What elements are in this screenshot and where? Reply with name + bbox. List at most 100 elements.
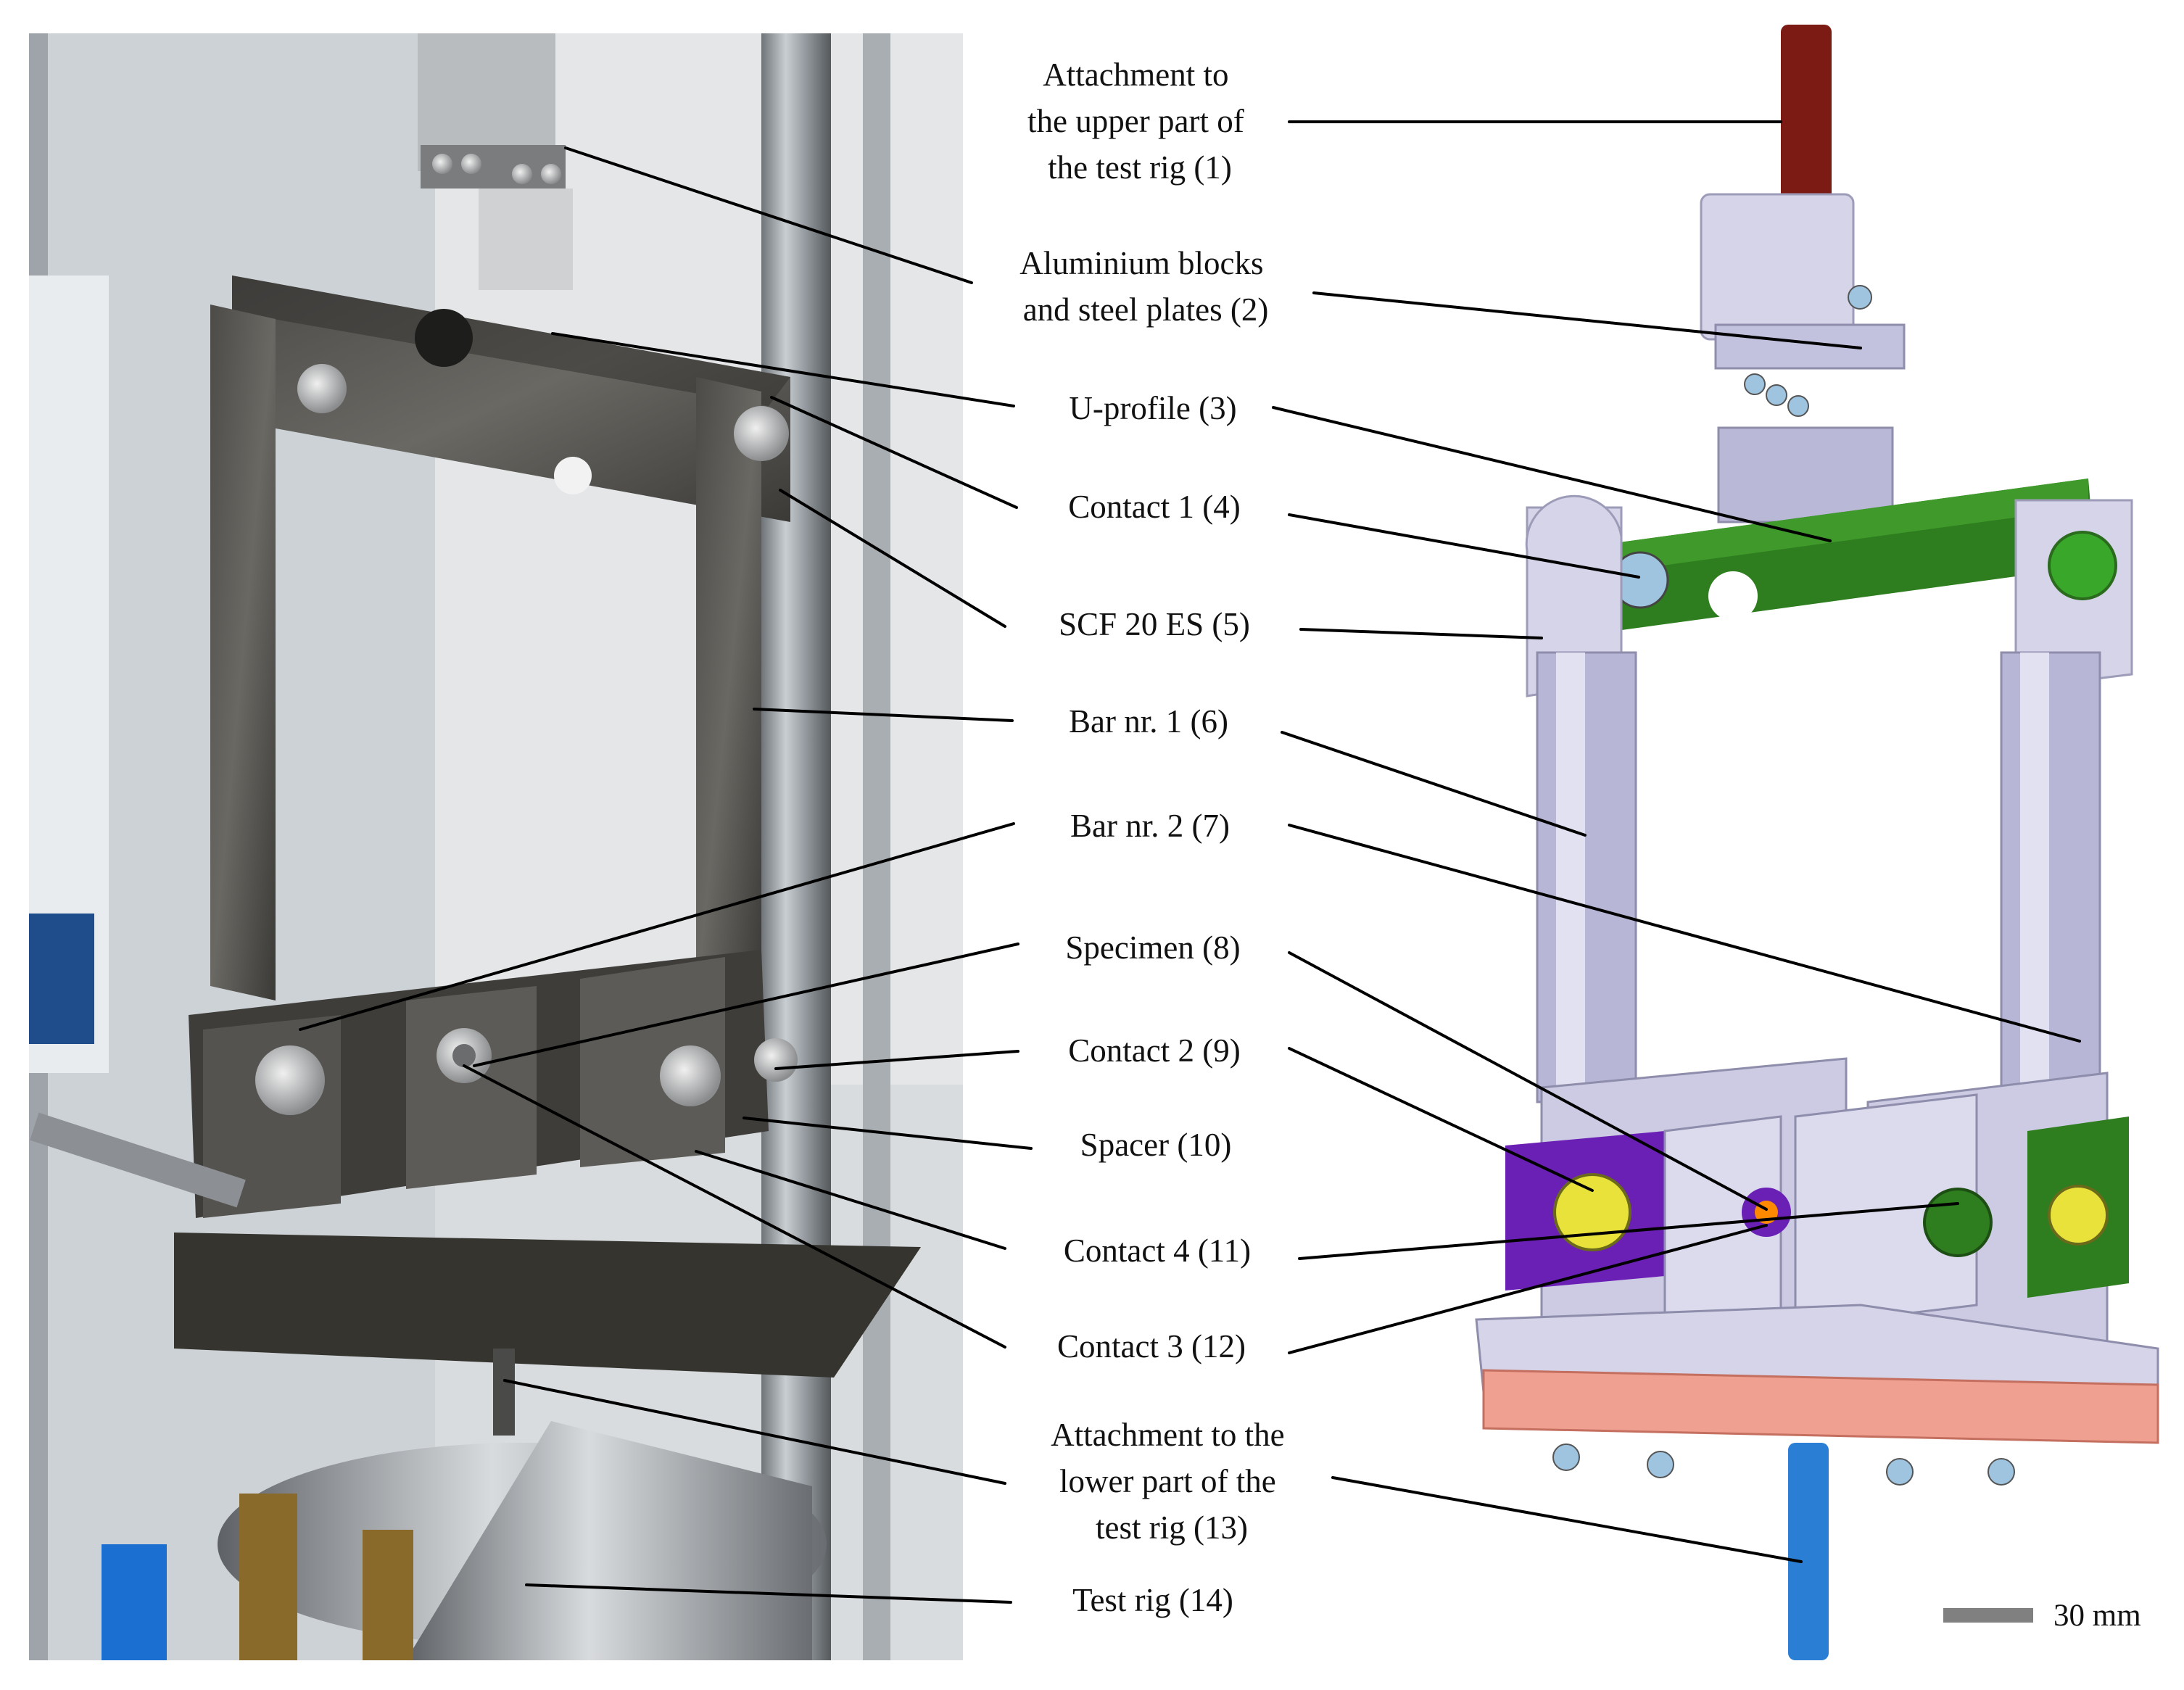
cad-plate-bolt: [1787, 395, 1809, 417]
photo-plate-bolt: [541, 164, 561, 184]
cad-bar-1-highlight: [1556, 653, 1585, 1102]
leader-line-6a: [753, 708, 1014, 722]
photo-vertical-pole: [761, 33, 831, 1660]
cad-bar-2-highlight: [2020, 653, 2049, 1102]
labels: Attachment to the upper part of the test…: [1019, 57, 1293, 1618]
leader-line-12a: [463, 1064, 1006, 1349]
label-contact-3: Contact 3 (12): [1057, 1328, 1246, 1364]
leader-line-2a: [564, 146, 973, 284]
label-contact-1: Contact 1 (4): [1068, 489, 1240, 525]
label-line: the upper part of: [1027, 103, 1244, 139]
leader-line-4a: [770, 396, 1018, 509]
leader-line-6b: [1281, 731, 1587, 837]
label-aluminium-blocks: Aluminium blocks and steel plates (2): [1019, 245, 1272, 328]
cad-panel: [1475, 25, 2159, 1660]
cad-aluminium-block-lower: [1717, 426, 1894, 523]
cad-steel-plate: [1714, 323, 1906, 370]
cad-lower-attachment-rod: [1788, 1443, 1829, 1660]
leader-line-13a: [503, 1379, 1006, 1485]
leader-line-3b: [1272, 406, 1832, 542]
leader-line-5a: [779, 489, 1006, 628]
photo-contact-bolt: [255, 1045, 325, 1115]
photo-panel: [29, 33, 963, 1660]
photo-contact-2: [754, 1038, 798, 1082]
leader-line-9a: [774, 1050, 1019, 1070]
label-u-profile: U-profile (3): [1069, 390, 1236, 426]
photo-blue-handle: [102, 1544, 167, 1660]
leader-line-11a: [695, 1150, 1006, 1250]
cad-aluminium-block-upper: [1700, 193, 1855, 341]
leader-line-11b: [1298, 1202, 1959, 1260]
label-upper-attachment: Attachment to the upper part of the test…: [1027, 57, 1252, 186]
label-line: test rig (13): [1096, 1509, 1248, 1546]
cad-base-bolt: [1987, 1458, 2015, 1486]
leader-line-8a: [473, 943, 1019, 1067]
cad-plate-bolt: [1848, 285, 1872, 310]
leader-line-12b: [1288, 1224, 1768, 1354]
photo-clamp-plate: [580, 957, 725, 1167]
scale-bar: 30 mm: [1943, 1599, 2141, 1633]
photo-hose-fitting: [239, 1494, 297, 1660]
leader-lines: [299, 120, 2081, 1604]
photo-test-rig-cone: [406, 1421, 812, 1660]
photo-vertical-rail: [863, 33, 890, 1660]
photo-hose-fitting: [363, 1530, 413, 1660]
cad-contact-yellow-right: [2048, 1185, 2109, 1246]
photo-contact-1-bolt: [297, 364, 347, 413]
label-scf-20-es: SCF 20 ES (5): [1059, 606, 1250, 642]
leader-line-9b: [1288, 1047, 1594, 1192]
photo-rail-diagonal: [30, 1112, 246, 1208]
label-lower-attachment: Attachment to the lower part of the test…: [1051, 1417, 1293, 1546]
leader-line-3a: [551, 332, 1015, 407]
photo-machine-badge: [29, 914, 94, 1044]
leader-line-4b: [1288, 513, 1640, 579]
scale-bar-label: 30 mm: [2053, 1599, 2141, 1633]
label-bar-1: Bar nr. 1 (6): [1069, 703, 1228, 740]
cad-contact-4: [1923, 1188, 1993, 1257]
leader-line-7a: [299, 822, 1015, 1031]
cad-base-bolt: [1886, 1458, 1914, 1486]
label-line: Aluminium blocks: [1019, 245, 1263, 281]
cad-plate-bolt: [1766, 384, 1787, 406]
scale-bar-line: [1943, 1608, 2033, 1623]
photo-contact-4: [660, 1045, 721, 1106]
cad-base-plate: [1482, 1369, 2159, 1444]
leader-line-14: [525, 1583, 1012, 1604]
label-line: and steel plates (2): [1023, 291, 1269, 328]
label-line: Attachment to: [1043, 57, 1228, 93]
photo-specimen-core: [452, 1044, 476, 1067]
label-bar-2: Bar nr. 2 (7): [1070, 808, 1230, 844]
cad-u-profile-hole: [1708, 571, 1758, 621]
cad-bar-2: [2000, 651, 2101, 1103]
photo-bar-left: [210, 305, 276, 1001]
leader-line-7b: [1288, 824, 2081, 1043]
label-line: Attachment to the: [1051, 1417, 1284, 1453]
leader-line-13b: [1331, 1476, 1803, 1563]
photo-lower-attachment: [493, 1349, 515, 1436]
cad-base-bolt: [1552, 1443, 1580, 1471]
photo-clamp-plate: [406, 986, 537, 1189]
photo-contact-1-bolt: [734, 406, 789, 461]
label-line: lower part of the: [1059, 1463, 1276, 1499]
label-specimen: Specimen (8): [1065, 929, 1240, 966]
photo-base-plate: [174, 1233, 921, 1378]
cad-bar-1: [1536, 651, 1637, 1103]
photo-plate-bolt: [461, 154, 481, 174]
photo-aluminium-block: [479, 189, 573, 290]
photo-u-profile-hole: [554, 457, 592, 494]
label-spacer: Spacer (10): [1080, 1127, 1232, 1163]
leader-line-2b: [1312, 291, 1862, 349]
photo-plate-bolt: [512, 164, 532, 184]
leader-line-5b: [1299, 628, 1543, 639]
label-contact-4: Contact 4 (11): [1064, 1233, 1251, 1269]
cad-scf-eye-left: [1525, 494, 1623, 552]
photo-u-profile-shadow: [232, 276, 790, 406]
leader-line-8b: [1288, 951, 1768, 1211]
photo-plate-bolt: [432, 154, 452, 174]
label-contact-2: Contact 2 (9): [1068, 1032, 1240, 1069]
cad-contact-2-yellow: [1553, 1173, 1631, 1251]
cad-base-bolt: [1647, 1451, 1674, 1478]
cad-plate-bolt: [1744, 373, 1766, 395]
